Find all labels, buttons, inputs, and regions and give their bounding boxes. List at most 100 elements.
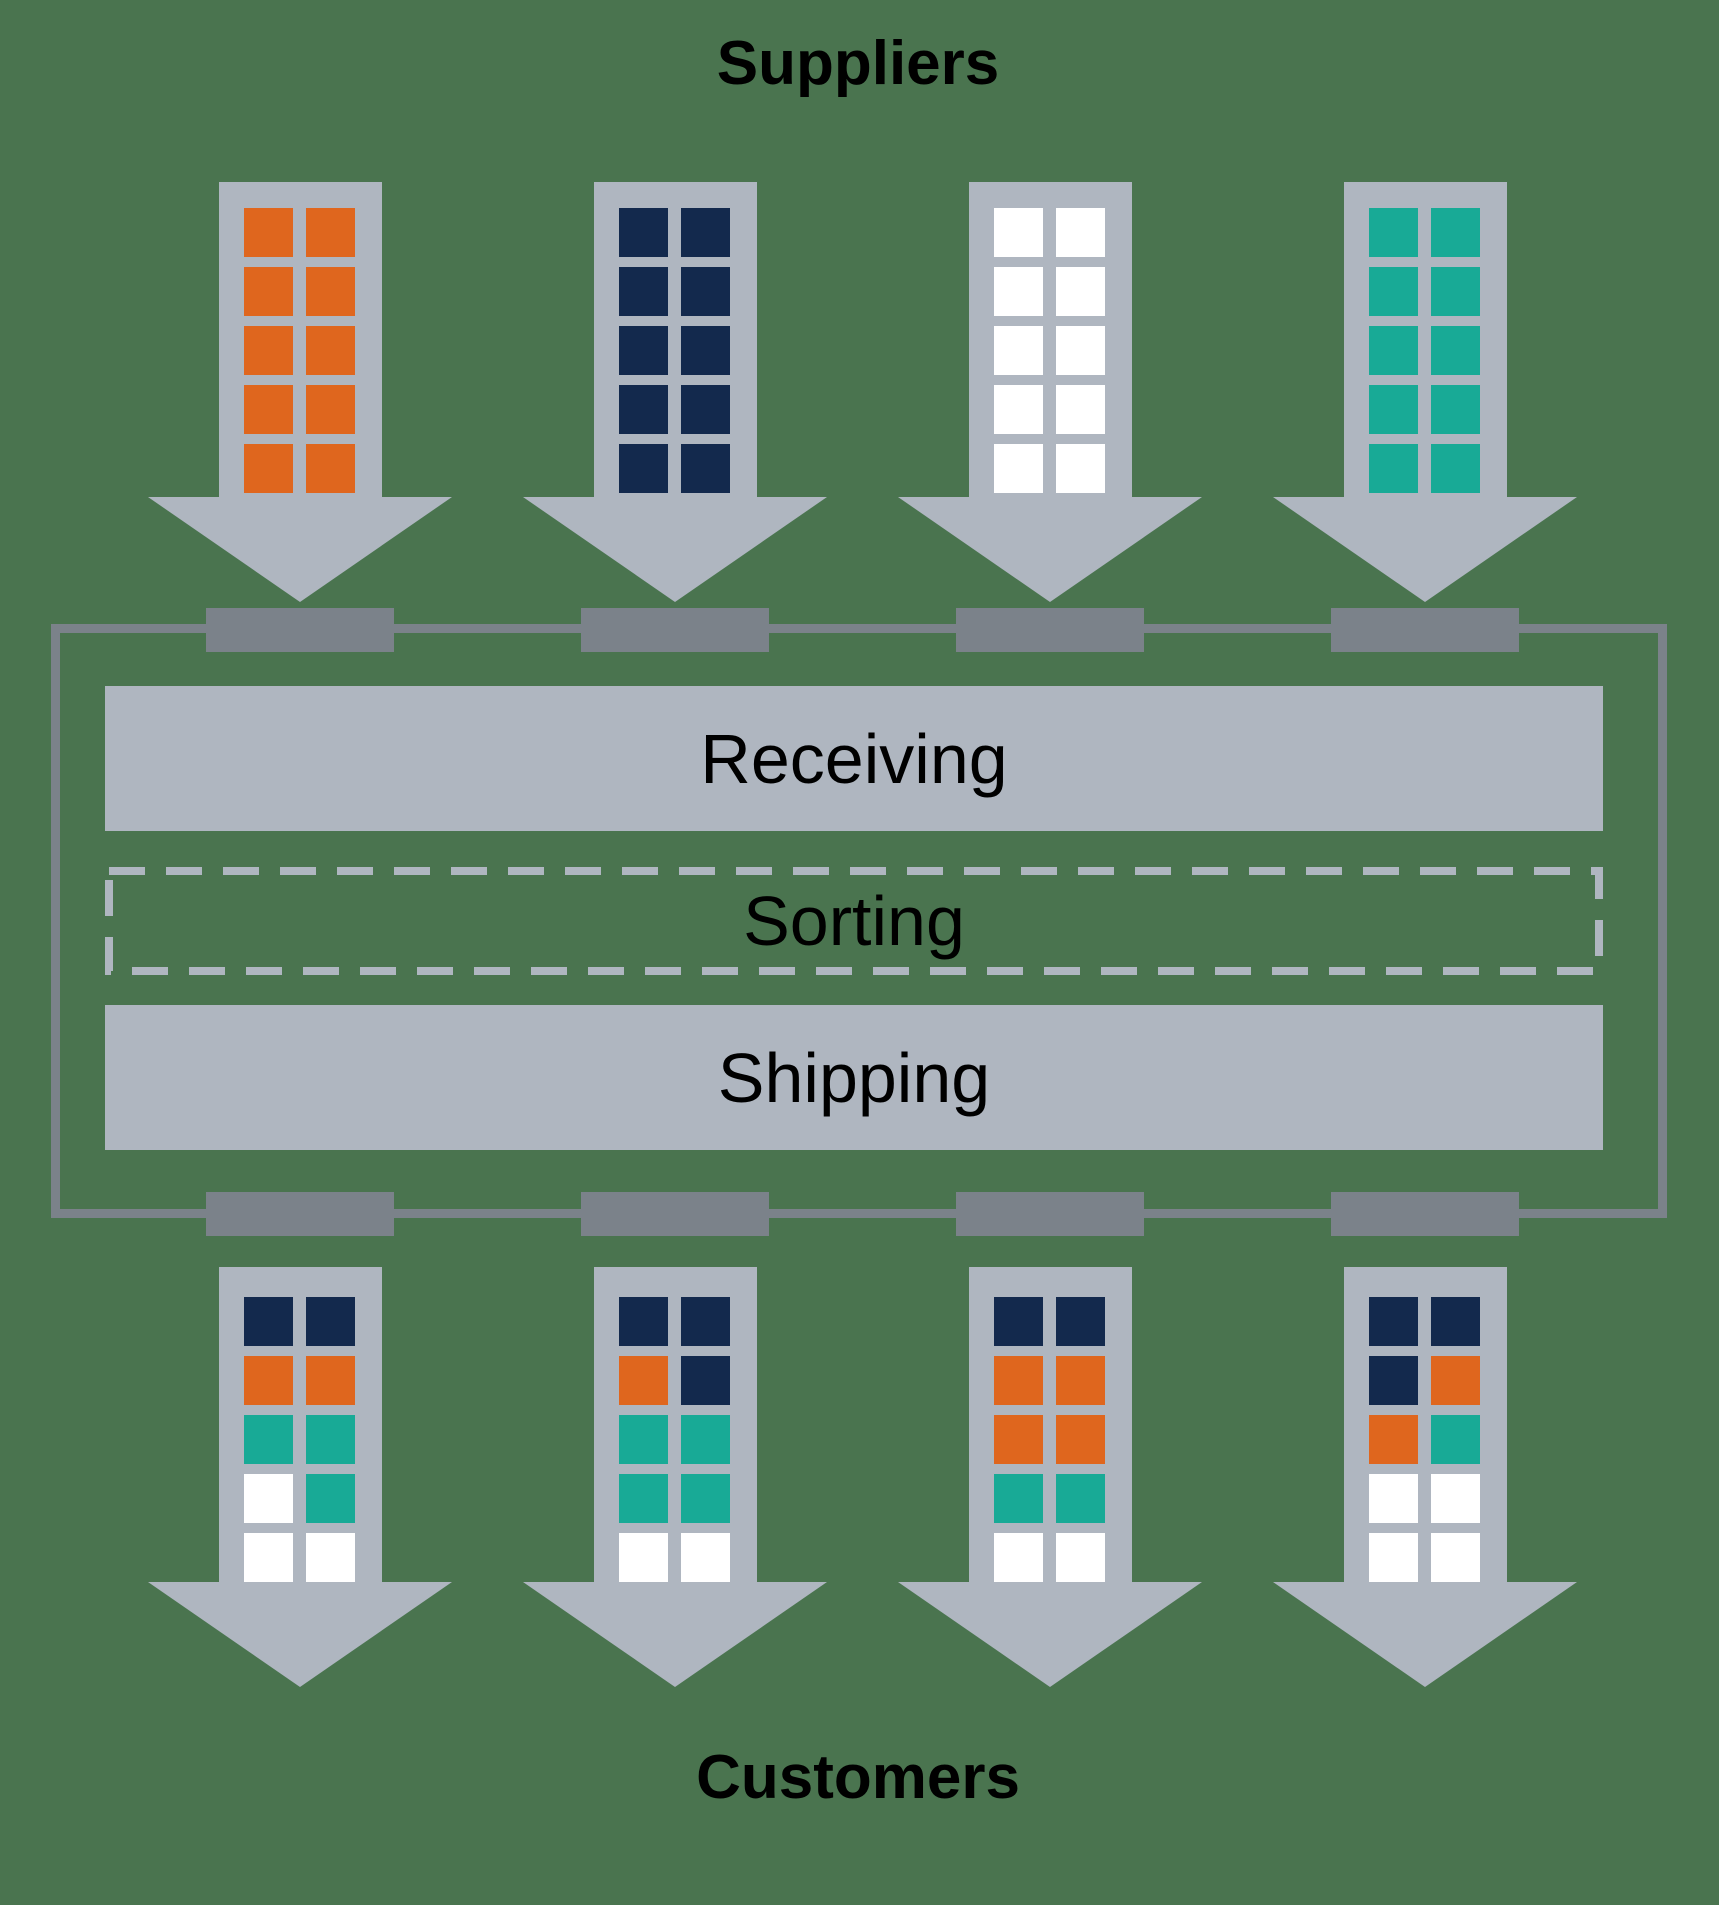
cargo-cell-orange [306, 208, 355, 257]
inbound-dock-4 [1331, 608, 1519, 652]
cargo-cell-teal [619, 1474, 668, 1523]
cargo-cell-orange [306, 326, 355, 375]
cargo-cell-orange [619, 1356, 668, 1405]
customer-2-cargo-grid [619, 1297, 730, 1582]
cargo-cell-orange [994, 1356, 1043, 1405]
cargo-cell-teal [1431, 385, 1480, 434]
cargo-cell-teal [994, 1474, 1043, 1523]
supplier-3-arrowhead-icon [898, 497, 1202, 602]
cargo-cell-teal [1431, 208, 1480, 257]
inbound-dock-2 [581, 608, 769, 652]
cargo-cell-orange [244, 326, 293, 375]
cargo-cell-navy [619, 444, 668, 493]
cargo-cell-navy [619, 385, 668, 434]
cargo-cell-white [244, 1533, 293, 1582]
cargo-cell-white [1431, 1474, 1480, 1523]
cargo-cell-white [994, 267, 1043, 316]
cargo-cell-orange [244, 267, 293, 316]
cargo-cell-teal [306, 1415, 355, 1464]
cargo-cell-orange [306, 267, 355, 316]
cargo-cell-orange [1369, 1415, 1418, 1464]
cargo-cell-white [994, 444, 1043, 493]
customers-title: Customers [696, 1743, 1020, 1812]
receiving-zone: Receiving [105, 686, 1603, 831]
cargo-cell-teal [1369, 385, 1418, 434]
cargo-cell-teal [1056, 1474, 1105, 1523]
inbound-dock-1 [206, 608, 394, 652]
supplier-4-cargo-grid [1369, 208, 1480, 493]
cargo-cell-white [1056, 385, 1105, 434]
cargo-cell-white [994, 326, 1043, 375]
cargo-cell-navy [619, 208, 668, 257]
outbound-dock-3 [956, 1192, 1144, 1236]
suppliers-title: Suppliers [716, 29, 1000, 98]
cargo-cell-orange [244, 208, 293, 257]
cargo-cell-orange [306, 444, 355, 493]
cargo-cell-navy [306, 1297, 355, 1346]
shipping-zone-label: Shipping [717, 1038, 991, 1117]
cargo-cell-navy [681, 326, 730, 375]
sorting-zone: Sorting [105, 867, 1603, 975]
cargo-cell-navy [681, 267, 730, 316]
cargo-cell-white [681, 1533, 730, 1582]
sorting-dashed-border [105, 867, 1603, 975]
supplier-4-arrowhead-icon [1273, 497, 1577, 602]
cargo-cell-teal [306, 1474, 355, 1523]
cargo-cell-navy [619, 326, 668, 375]
customer-1-arrowhead-icon [148, 1582, 452, 1687]
cargo-cell-teal [1431, 1415, 1480, 1464]
cargo-cell-orange [306, 1356, 355, 1405]
cargo-cell-navy [619, 1297, 668, 1346]
cargo-cell-navy [244, 1297, 293, 1346]
shipping-zone: Shipping [105, 1005, 1603, 1150]
cargo-cell-teal [681, 1474, 730, 1523]
cargo-cell-white [1056, 267, 1105, 316]
cargo-cell-white [1056, 208, 1105, 257]
customer-4-cargo-grid [1369, 1297, 1480, 1582]
supplier-2-cargo-grid [619, 208, 730, 493]
cargo-cell-white [994, 208, 1043, 257]
cargo-cell-orange [1056, 1415, 1105, 1464]
supplier-2-arrowhead-icon [523, 497, 827, 602]
cargo-cell-teal [1369, 326, 1418, 375]
cargo-cell-teal [1431, 444, 1480, 493]
cargo-cell-navy [619, 267, 668, 316]
cargo-cell-teal [1431, 267, 1480, 316]
cargo-cell-white [306, 1533, 355, 1582]
supplier-1-cargo-grid [244, 208, 355, 493]
cargo-cell-navy [1369, 1297, 1418, 1346]
cargo-cell-orange [994, 1415, 1043, 1464]
supplier-1-arrowhead-icon [148, 497, 452, 602]
sorting-zone-label: Sorting [743, 882, 965, 960]
customer-3-arrowhead-icon [898, 1582, 1202, 1687]
inbound-dock-3 [956, 608, 1144, 652]
cargo-cell-teal [1431, 326, 1480, 375]
customer-3-cargo-grid [994, 1297, 1105, 1582]
cargo-cell-orange [1431, 1356, 1480, 1405]
cargo-cell-white [994, 385, 1043, 434]
cargo-cell-white [1369, 1474, 1418, 1523]
cargo-cell-teal [1369, 444, 1418, 493]
cargo-cell-white [1431, 1533, 1480, 1582]
cargo-cell-navy [1056, 1297, 1105, 1346]
customer-1-cargo-grid [244, 1297, 355, 1582]
cargo-cell-navy [681, 1297, 730, 1346]
cargo-cell-white [1056, 444, 1105, 493]
cargo-cell-teal [244, 1415, 293, 1464]
cargo-cell-teal [681, 1415, 730, 1464]
cargo-cell-navy [681, 1356, 730, 1405]
warehouse-outline [51, 624, 1667, 1218]
outbound-dock-2 [581, 1192, 769, 1236]
cargo-cell-white [619, 1533, 668, 1582]
outbound-dock-4 [1331, 1192, 1519, 1236]
customer-2-arrowhead-icon [523, 1582, 827, 1687]
cargo-cell-navy [994, 1297, 1043, 1346]
cargo-cell-orange [244, 1356, 293, 1405]
cargo-cell-navy [1431, 1297, 1480, 1346]
cargo-cell-navy [1369, 1356, 1418, 1405]
